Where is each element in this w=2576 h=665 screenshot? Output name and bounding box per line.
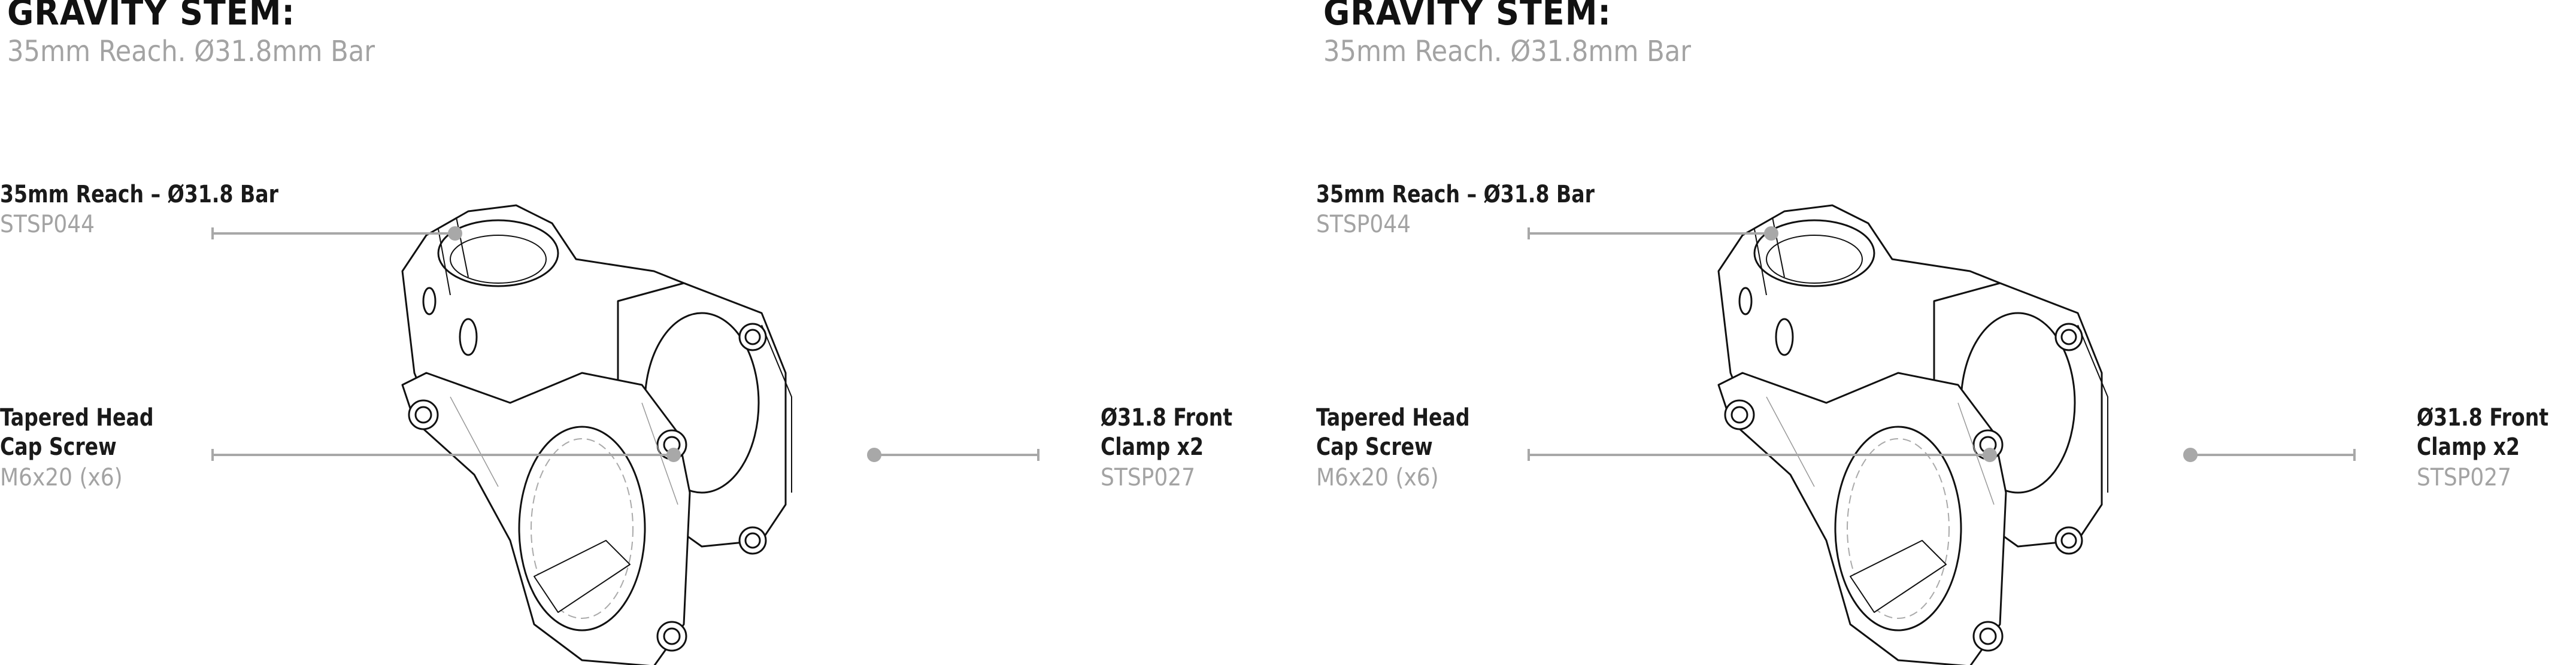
stem-illustration — [211, 204, 1040, 665]
callout-reach-name: 35mm Reach – Ø31.8 Bar — [0, 181, 278, 208]
product-subtitle: 35mm Reach. Ø31.8mm Bar — [1323, 35, 1691, 68]
callout-screw-code: M6x20 (x6) — [0, 464, 123, 491]
leader-lines — [211, 226, 1040, 462]
callout-clamp-name-1: Ø31.8 Front — [2417, 404, 2549, 432]
leader-lines — [1528, 226, 2356, 462]
callout-screw-name-1: Tapered Head — [1316, 404, 1470, 432]
product-subtitle: 35mm Reach. Ø31.8mm Bar — [7, 35, 375, 68]
callout-clamp-code: STSP027 — [2417, 464, 2512, 491]
product-title: GRAVITY STEM: — [1323, 0, 1612, 34]
callout-screw-name-2: Cap Screw — [1316, 433, 1433, 461]
callout-reach-name: 35mm Reach – Ø31.8 Bar — [1316, 181, 1595, 208]
callout-screw-code: M6x20 (x6) — [1316, 464, 1439, 491]
product-panel-right: GRAVITY STEM: 35mm Reach. Ø31.8mm Bar 35… — [1316, 0, 2576, 665]
product-panel-left: GRAVITY STEM: 35mm Reach. Ø31.8mm Bar 35… — [0, 0, 1287, 665]
callout-screw-name-2: Cap Screw — [0, 433, 117, 461]
callout-reach-code: STSP044 — [1316, 211, 1411, 238]
callout-screw-name-1: Tapered Head — [0, 404, 154, 432]
product-title: GRAVITY STEM: — [7, 0, 296, 34]
callout-clamp-name-2: Clamp x2 — [2417, 433, 2520, 461]
callout-reach-code: STSP044 — [0, 211, 95, 238]
callout-clamp-code: STSP027 — [1101, 464, 1196, 491]
stem-illustration — [1528, 204, 2356, 665]
callout-clamp-name-2: Clamp x2 — [1101, 433, 1204, 461]
callout-clamp-name-1: Ø31.8 Front — [1101, 404, 1233, 432]
